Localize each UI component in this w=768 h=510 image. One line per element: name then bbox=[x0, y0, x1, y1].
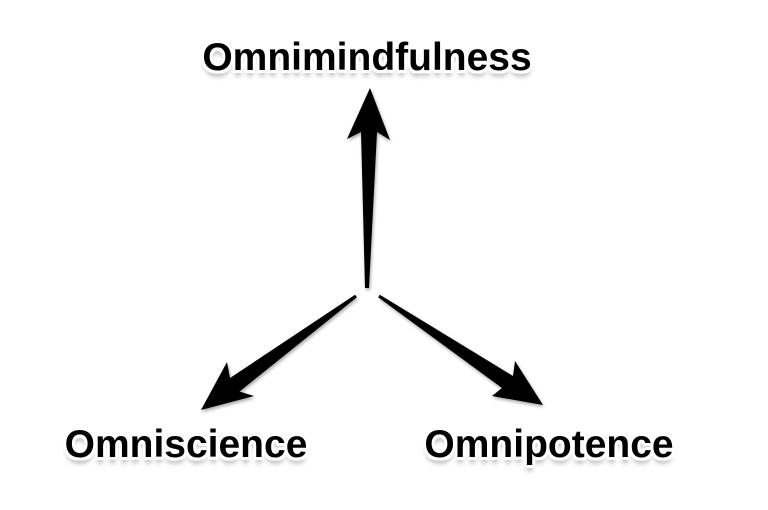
node-label-omnipotence: Omnipotence bbox=[424, 423, 674, 466]
node-label-omnimindfulness: Omnimindfulness bbox=[202, 36, 532, 79]
arrow-up-to-omnimindfulness bbox=[347, 88, 390, 288]
arrow-down-right-to-omnipotence bbox=[378, 294, 543, 405]
node-label-omniscience: Omniscience bbox=[64, 423, 308, 466]
arrow-down-left-to-omniscience bbox=[201, 294, 357, 410]
